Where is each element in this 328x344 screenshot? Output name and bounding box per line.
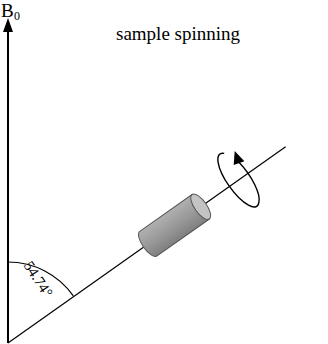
spin-arrow	[211, 147, 267, 212]
field-axis	[7, 30, 9, 343]
spin-arrowhead	[227, 150, 244, 168]
cylinder-end	[187, 191, 214, 222]
field-arrowhead	[3, 18, 13, 32]
field-subscript: 0	[14, 10, 20, 22]
spinning-axis-group	[0, 121, 304, 344]
caption-label: sample spinning	[116, 24, 240, 43]
angle-label: 54.74°	[21, 258, 55, 300]
field-label: B	[1, 1, 14, 20]
spinning-axis	[8, 147, 286, 343]
